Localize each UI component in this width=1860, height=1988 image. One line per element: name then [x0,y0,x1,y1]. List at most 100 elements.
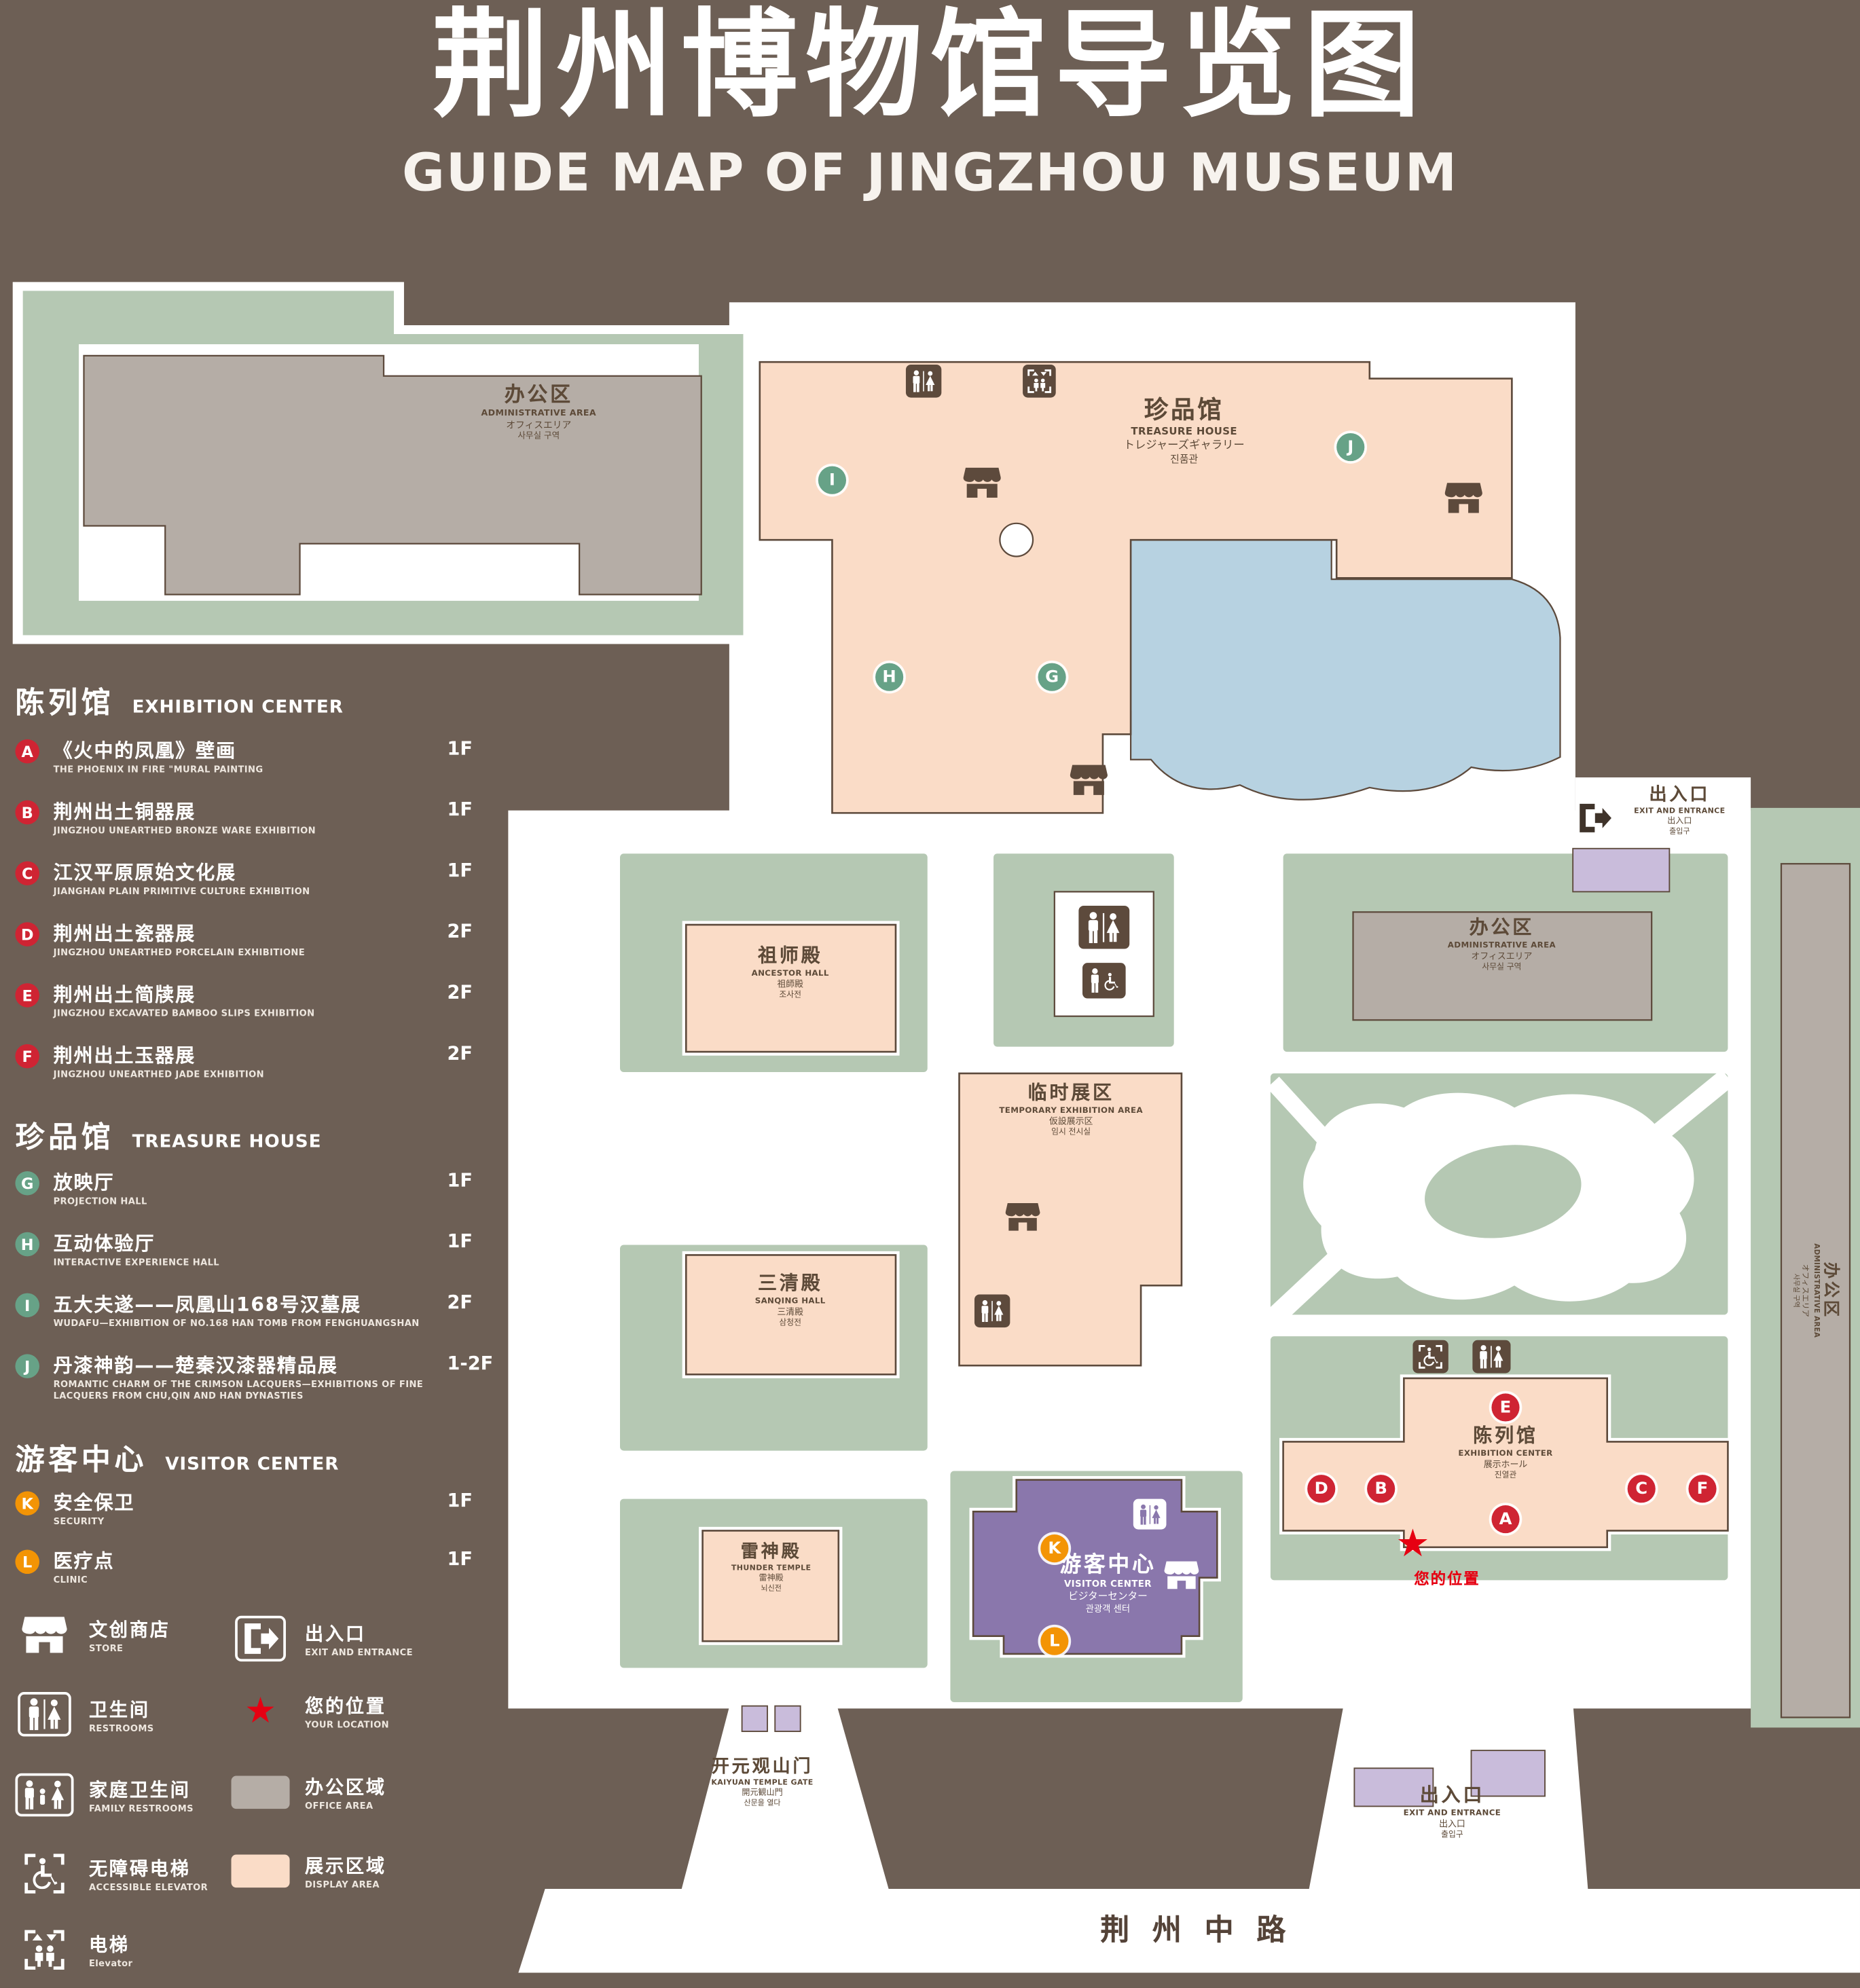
elevator-icon [1023,364,1056,398]
restrooms-icon [1078,905,1130,949]
page-subtitle: GUIDE MAP OF JINGZHOU MUSEUM [401,142,1459,204]
legend-item-a: A 《火中的凤凰》壁画 THE PHOENIX IN FIRE "MURAL P… [15,739,513,776]
building-sanqing-hall [685,1254,897,1376]
store-icon [1005,1202,1040,1232]
building-thunder-temple [701,1530,840,1642]
legend-item-e: E 荆州出土简牍展 JINGZHOU EXCAVATED BAMBOO SLIP… [15,983,513,1020]
label-ancestor-hall: 祖师殿 ANCESTOR HALL 祖師殿 조사전 [751,944,829,1000]
map-marker-i: I [818,466,847,494]
restrooms-icon [974,1294,1010,1328]
floor-label: 1F [447,1171,473,1192]
map-marker-g: G [1038,663,1066,691]
label-gate: 开元观山门 KAIYUAN TEMPLE GATE 開元観山門 산문을 열다 [711,1756,814,1808]
legend-item-f: F 荆州出土玉器展 JINGZHOU UNEARTHED JADE EXHIBI… [15,1044,513,1081]
floor-label: 2F [447,922,473,943]
page-title: 荆州博物馆导览图 [432,0,1428,134]
marker-badge-c: C [15,861,39,886]
symbol-store: 文创商店 STORE [15,1616,170,1654]
symbol-display-area: 展示区域 DISPLAY AREA [231,1852,386,1890]
section-header-exhibition-center: 陈列馆 EXHIBITION CENTER [15,687,344,720]
accessible-elevator-icon [15,1852,73,1896]
legend-item-d: D 荆州出土瓷器展 JINGZHOU UNEARTHED PORCELAIN E… [15,922,513,959]
marker-badge-e: E [15,983,39,1008]
floor-label: 2F [447,1293,473,1314]
floor-label: 1F [447,1232,473,1253]
map-marker-f: F [1688,1475,1717,1503]
road-shape [518,1889,1860,1973]
map-marker-b: B [1367,1475,1396,1503]
label-thunder-temple: 雷神殿 THUNDER TEMPLE 雷神殿 뇌신전 [731,1542,812,1594]
legend-item-c: C 江汉平原原始文化展 JIANGHAN PLAIN PRIMITIVE CUL… [15,861,513,898]
legend-item-i: I 五大夫遂——凤凰山168号汉墓展 WUDAFU—EXHIBITION OF … [15,1293,513,1330]
floor-label: 1F [447,1491,473,1512]
map-marker-e: E [1491,1393,1520,1422]
family-restrooms-icon [15,1773,74,1817]
floor-label: 2F [447,983,473,1004]
label-visitor-center: 游客中心 VISITOR CENTER ビジターセンター 관광객 센터 [1059,1552,1156,1615]
restrooms-icon [1472,1340,1511,1374]
family-accessible-restroom-icon [1082,963,1126,999]
building-admin-strip [1780,863,1851,1718]
entrance-blocks [741,847,1671,1807]
marker-badge-k: K [15,1491,39,1515]
building-temporary-area [958,1072,1183,1367]
marker-badge-f: F [15,1044,39,1069]
floor-label: 1F [447,861,473,882]
label-sanqing-hall: 三清殿 SANQING HALL 三清殿 삼청전 [754,1271,826,1328]
label-admin-strip: 办公区 ADMINISTRATIVE AREA オフィスエリア 사무실 구역 [1791,1243,1840,1338]
marker-badge-l: L [15,1549,39,1575]
legend-item-l: L 医疗点 CLINIC 1F [15,1549,513,1586]
map-marker-j: J [1336,432,1365,462]
display-buildings [685,361,1729,1642]
building-exhibition-center [1282,1377,1729,1549]
exit-icon [1577,802,1612,835]
accessible-elevator-icon [1412,1340,1448,1374]
elevator-icon [15,1928,73,1972]
map-marker-l: L [1040,1627,1069,1655]
map-marker-a: A [1491,1505,1520,1534]
marker-badge-j: J [15,1354,39,1378]
label-exhibition-center: 陈列馆 EXHIBITION CENTER 展示ホール 진열관 [1458,1424,1553,1481]
store-icon [1164,1560,1199,1589]
symbol-accessible-elevator: 无障碍电梯 ACCESSIBLE ELEVATOR [15,1852,208,1896]
your-location-label: 您的位置 [1414,1570,1480,1588]
symbol-exit: 出入口 EXIT AND ENTRANCE [232,1615,413,1662]
exit-icon [232,1615,290,1662]
marker-badge-b: B [15,800,39,825]
symbol-your-location: ★ 您的位置 YOUR LOCATION [232,1692,389,1730]
building-admin-top-left [83,354,702,595]
symbol-restrooms: 卫生间 RESTROOMS [15,1692,153,1737]
label-exit-bottom: 出入口 EXIT AND ENTRANCE 出入口 출입구 [1403,1783,1501,1840]
store-icon [1444,482,1482,514]
garden-paths [1266,1069,1734,1326]
legend-item-k: K 安全保卫 SECURITY 1F [15,1491,513,1528]
building-treasure-house [759,361,1513,814]
floor-label: 2F [447,1044,473,1065]
label-admin-right: 办公区 ADMINISTRATIVE AREA オフィスエリア 사무실 구역 [1447,915,1556,972]
fountain [999,522,1034,557]
floor-label: 1F [447,739,473,760]
floor-label: 1-2F [447,1354,494,1375]
label-temporary-area: 临时展区 TEMPORARY EXHIBITION AREA 仮設展示区 임시 … [999,1081,1143,1137]
store-icon [15,1616,73,1654]
location-star-icon: ★ [244,1689,277,1732]
marker-badge-h: H [15,1232,39,1257]
restrooms-icon [15,1692,73,1737]
map-marker-d: D [1307,1475,1336,1503]
map-marker-h: H [875,663,904,691]
label-treasure-house: 珍品馆 TREASURE HOUSE トレジャーズギャラリー 진품관 [1123,396,1245,465]
label-exit-top-right: 出入口 EXIT AND ENTRANCE 出入口 출입구 [1634,785,1726,836]
marker-badge-i: I [15,1293,39,1318]
marker-badge-a: A [15,739,39,764]
floor-label: 1F [447,1549,473,1570]
store-icon [963,467,1001,499]
marker-badge-g: G [15,1171,39,1196]
restrooms-icon [905,364,942,398]
map-marker-c: C [1627,1475,1656,1503]
legend-item-g: G 放映厅 PROJECTION HALL 1F [15,1171,513,1208]
symbol-family-restrooms: 家庭卫生间 FAMILY RESTROOMS [15,1773,194,1817]
road-label: 荆州中路 [1100,1914,1309,1948]
legend-item-j: J 丹漆神韵——楚秦汉漆器精品展 ROMANTIC CHARM OF THE C… [15,1354,513,1402]
